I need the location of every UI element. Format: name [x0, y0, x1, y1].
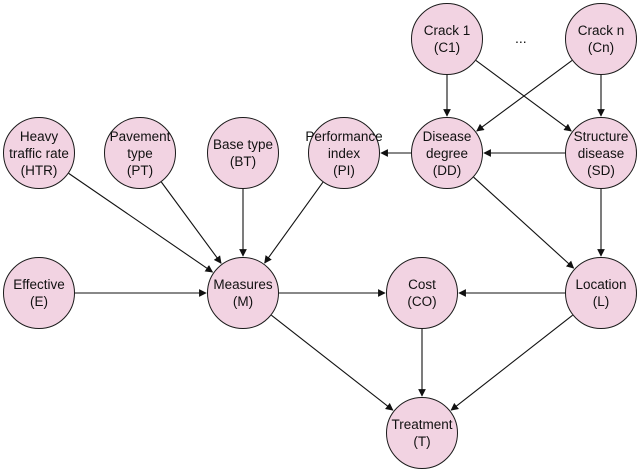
edge-arrow-dd-to-l [473, 176, 575, 269]
node-label-line: degree [425, 145, 469, 161]
node-structure-disease: Structure disease (SD) [565, 117, 637, 189]
node-label-line: (L) [592, 294, 610, 309]
node-label-line: (C1) [433, 40, 461, 55]
edge-arrow-pi-to-m [264, 181, 324, 264]
node-label-line: (BT) [229, 154, 257, 169]
node-label-line: Pavement [109, 128, 171, 144]
node-performance-index: Performance index (PI) [305, 117, 383, 189]
node-crack-n: Crack n (Cn) [565, 3, 637, 75]
node-label-line: type [127, 145, 153, 161]
node-label-line: Crack n [577, 23, 625, 38]
node-label-line: Cost [408, 277, 436, 292]
node-label-line: disease [577, 145, 625, 161]
node-label-line: Heavy [19, 128, 59, 144]
node-pavement-type: Pavement type (PT) [104, 117, 176, 189]
node-label-line: Base type [212, 137, 274, 152]
node-disease-degree: Disease degree (DD) [411, 117, 483, 189]
node-label-line: (T) [413, 434, 431, 449]
edge-arrow-htr-to-m [68, 172, 214, 273]
node-label-line: Treatment [391, 417, 453, 432]
node-label-line: (HTR) [20, 162, 58, 178]
node-label-line: Structure [573, 128, 629, 144]
node-cost: Cost (CO) [386, 257, 458, 329]
node-label-line: Crack 1 [423, 23, 471, 38]
edge-arrow-pt-to-m [160, 181, 222, 264]
edge-arrow-l-to-t [450, 314, 573, 411]
node-label-line: Measures [213, 277, 273, 292]
node-label-line: (SD) [587, 162, 615, 178]
edge-arrow-m-to-t [271, 314, 394, 411]
node-crack-1: Crack 1 (C1) [411, 3, 483, 75]
node-label-line: Location [575, 277, 627, 292]
node-label-line: (E) [30, 294, 48, 309]
node-label-line: (PI) [333, 162, 355, 178]
node-label-line: Disease [422, 128, 472, 144]
node-label-line: index [327, 145, 361, 161]
ellipsis-text: ... [515, 30, 527, 46]
node-label-line: (CO) [407, 294, 437, 309]
edge-arrow-cn-to-dd [476, 59, 573, 132]
node-effective: Effective (E) [3, 257, 75, 329]
node-base-type: Base type (BT) [207, 117, 279, 189]
node-measures: Measures (M) [207, 257, 279, 329]
node-location: Location (L) [565, 257, 637, 329]
node-label-line: (Cn) [587, 40, 615, 55]
node-label-line: Performance [305, 128, 383, 144]
node-label-line: traffic rate [9, 145, 69, 161]
node-label-line: (DD) [432, 162, 462, 178]
node-label-line: (PT) [126, 162, 154, 178]
node-label-line: (M) [232, 294, 254, 309]
node-treatment: Treatment (T) [386, 397, 458, 469]
node-heavy-traffic-rate: Heavy traffic rate (HTR) [3, 117, 75, 189]
node-label-line: Effective [13, 277, 65, 292]
